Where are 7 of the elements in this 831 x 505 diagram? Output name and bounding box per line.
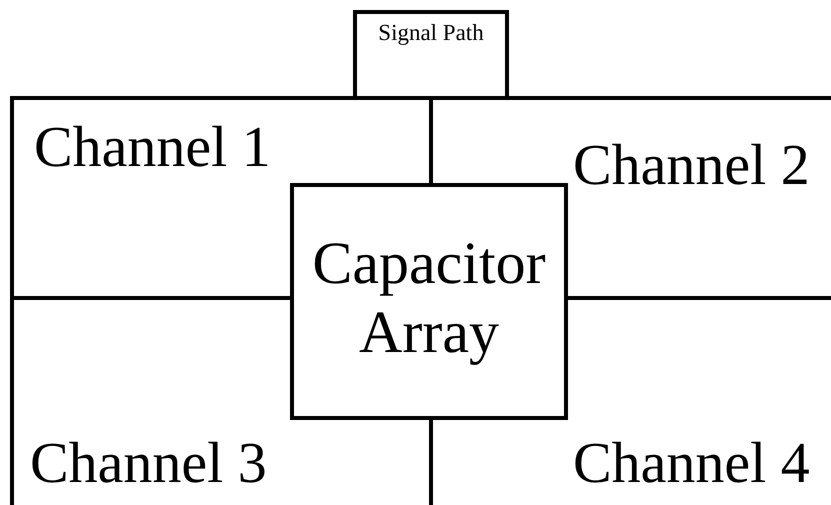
capacitor-array-box — [290, 183, 568, 420]
channel-label: Channel 4 — [573, 434, 810, 492]
box-label: Signal Path — [377, 20, 485, 46]
channel-label: Channel 1 — [34, 118, 271, 176]
channel-label: Channel 2 — [573, 136, 810, 194]
box-label: Capacitor Array — [311, 229, 547, 367]
channel-label: Channel 3 — [30, 434, 267, 492]
